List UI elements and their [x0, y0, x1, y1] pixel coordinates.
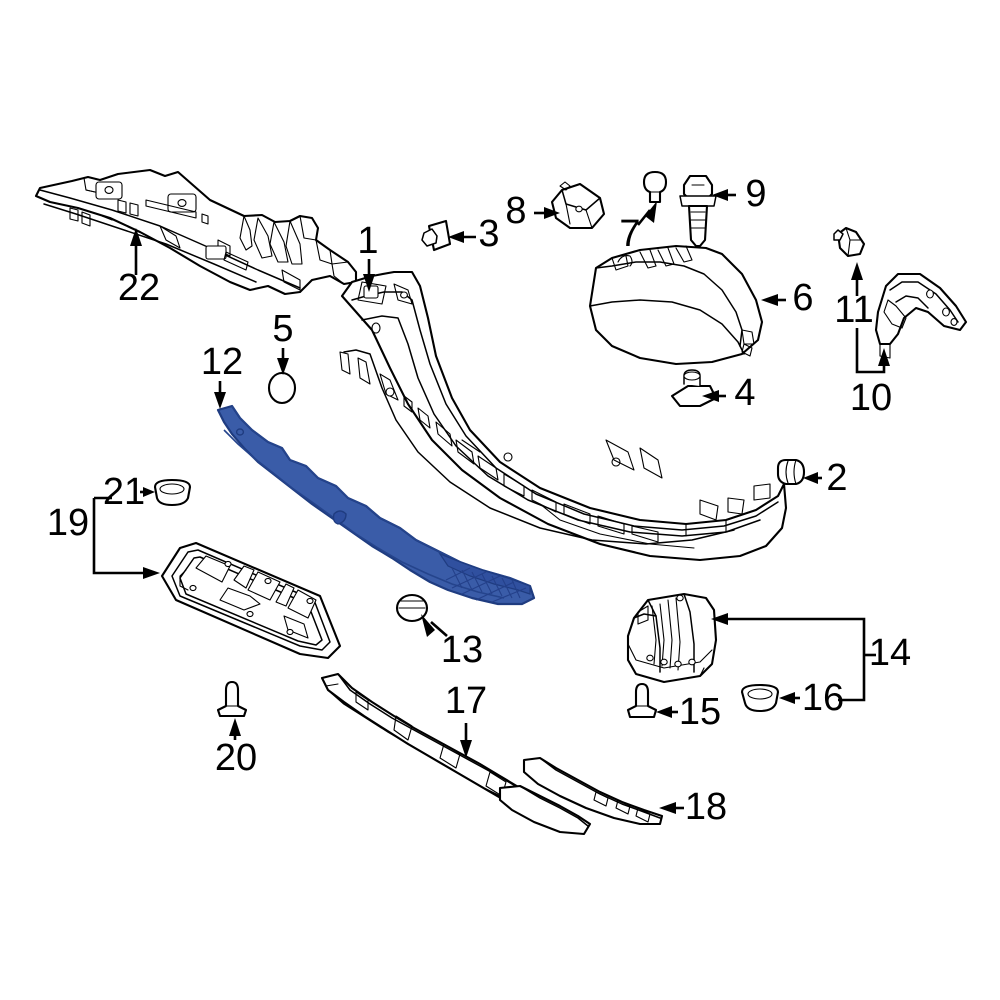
part-nut-plate[interactable]: [670, 369, 718, 408]
part-grommet-seal[interactable]: [740, 683, 780, 713]
leader-18: [659, 802, 684, 814]
leader-9: [712, 189, 736, 201]
callout-label-22[interactable]: 22: [118, 267, 160, 309]
leader-13: [421, 614, 448, 637]
callout-label-16[interactable]: 16: [802, 677, 844, 719]
part-reinforcement-beam[interactable]: [34, 168, 358, 296]
callout-label-4[interactable]: 4: [734, 372, 755, 414]
leader-2: [803, 472, 822, 484]
callout-label-9[interactable]: 9: [745, 173, 766, 215]
leader-16: [779, 692, 800, 704]
callout-label-18[interactable]: 18: [685, 786, 727, 828]
leader-6: [761, 294, 786, 306]
part-lower-valance-spoiler[interactable]: [216, 404, 536, 606]
leader-1: [363, 259, 375, 292]
leader-15: [656, 706, 678, 718]
callout-label-21[interactable]: 21: [103, 471, 145, 513]
leader-4: [702, 390, 726, 402]
callout-label-13[interactable]: 13: [441, 629, 483, 671]
part-side-bracket-assembly[interactable]: [874, 272, 968, 359]
callout-label-17[interactable]: 17: [445, 680, 487, 722]
part-bumper-cover[interactable]: [339, 270, 788, 562]
leader-21: [140, 487, 155, 497]
callout-label-7[interactable]: 7: [619, 213, 640, 255]
leader-10-bracket: [855, 328, 890, 374]
part-grommet[interactable]: [267, 371, 297, 405]
callout-label-14[interactable]: 14: [869, 632, 911, 674]
part-seal-grommet[interactable]: [153, 478, 192, 507]
part-flange-bolt[interactable]: [679, 174, 717, 248]
part-side-retainer-clip[interactable]: [421, 219, 452, 252]
part-retainer-plug[interactable]: [776, 458, 806, 486]
callout-label-19[interactable]: 19: [47, 502, 89, 544]
leader-20: [229, 718, 241, 740]
part-bumper-end-cap[interactable]: [588, 244, 764, 366]
part-splash-shield-assembly[interactable]: [626, 592, 718, 684]
callout-label-15[interactable]: 15: [679, 691, 721, 733]
callout-label-10[interactable]: 10: [850, 377, 892, 419]
callout-label-12[interactable]: 12: [201, 341, 243, 383]
part-stud-clip[interactable]: [833, 226, 866, 258]
callout-label-11[interactable]: 11: [834, 289, 873, 331]
leader-7: [636, 201, 657, 226]
leader-22: [130, 228, 142, 275]
callout-labels: 1 2 3 4 5 6 7 8 9 10 11 12 13 14 15 16 1…: [47, 173, 911, 828]
leader-14-bracket: [711, 613, 876, 702]
part-air-deflector-extension[interactable]: [498, 756, 664, 836]
callout-label-8[interactable]: 8: [505, 190, 526, 232]
part-push-clip[interactable]: [626, 682, 658, 719]
callout-label-20[interactable]: 20: [215, 737, 257, 779]
part-push-pin-rivet[interactable]: [642, 170, 668, 204]
callout-label-1[interactable]: 1: [357, 220, 378, 262]
part-skid-plate-assembly[interactable]: [160, 541, 342, 660]
leader-3: [448, 231, 476, 243]
leader-8: [534, 207, 560, 219]
callout-label-3[interactable]: 3: [478, 213, 499, 255]
leader-19-bracket: [92, 496, 160, 579]
part-side-bracket[interactable]: [550, 181, 606, 230]
leader-5: [277, 348, 289, 375]
part-cap-plug[interactable]: [395, 593, 429, 623]
callout-label-5[interactable]: 5: [272, 308, 293, 350]
callout-label-6[interactable]: 6: [792, 277, 813, 319]
part-retainer-pin[interactable]: [216, 680, 248, 718]
callout-label-2[interactable]: 2: [826, 457, 847, 499]
leader-12: [214, 381, 226, 409]
leader-17: [460, 723, 472, 758]
leader-11: [851, 262, 863, 296]
